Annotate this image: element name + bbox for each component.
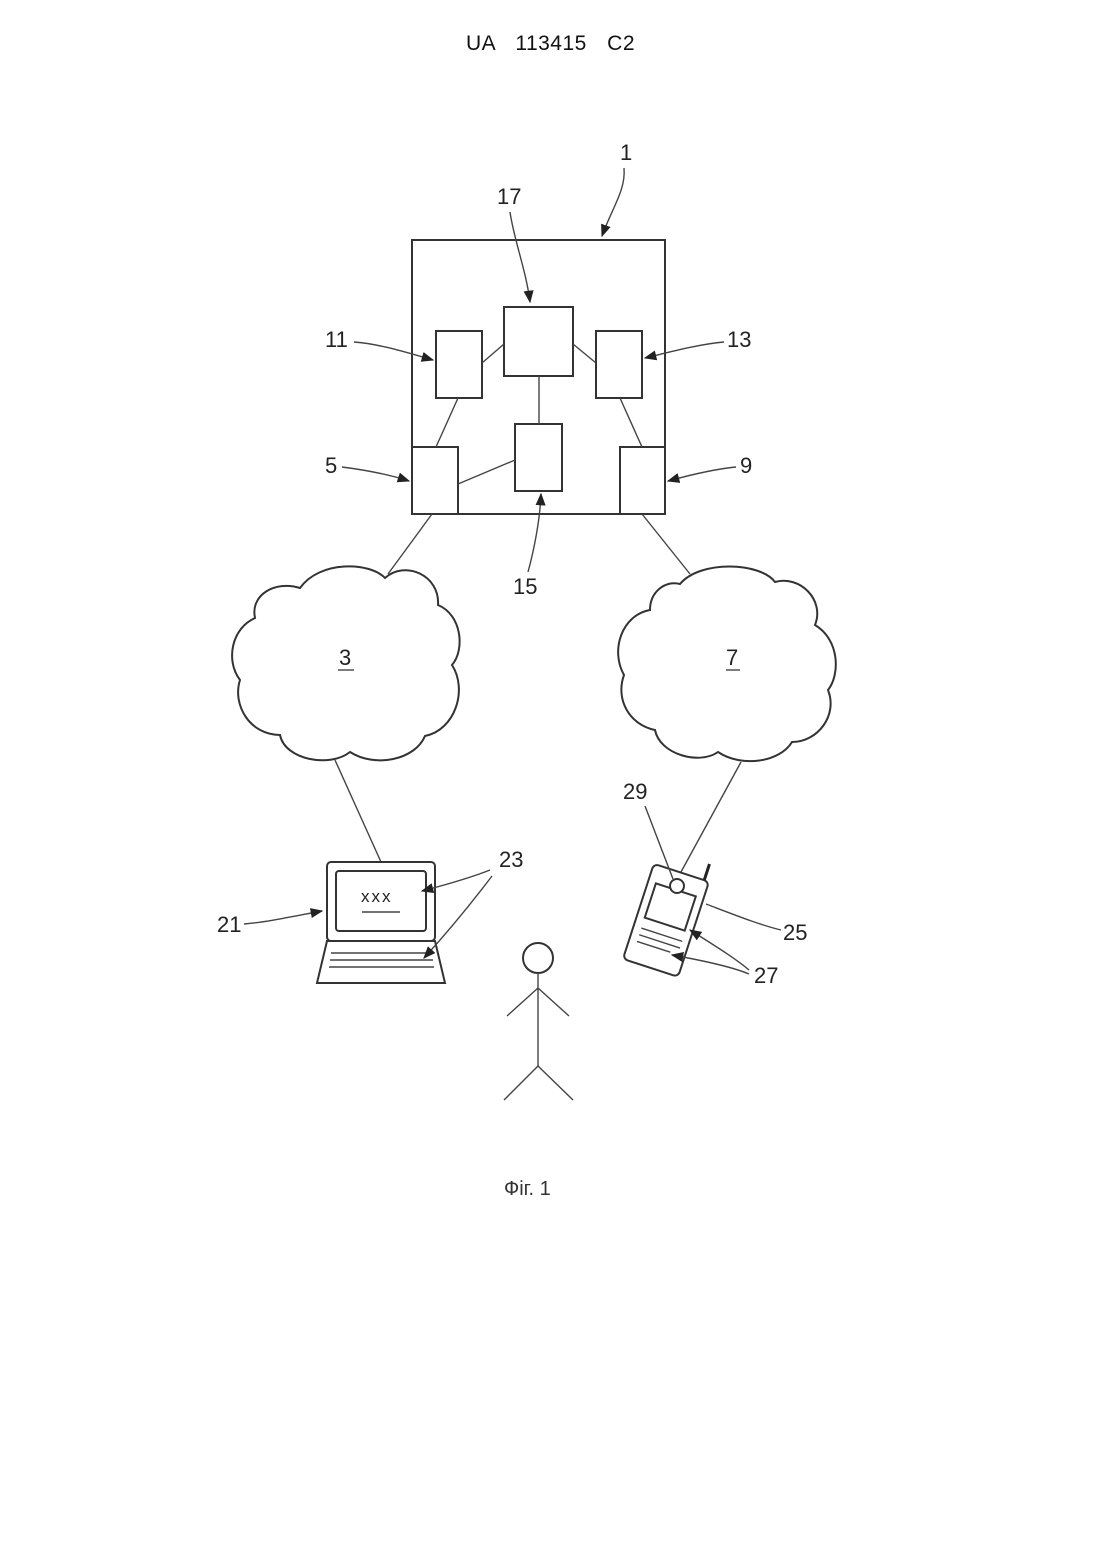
arrow-27-screen	[690, 930, 749, 970]
label-21: 21	[217, 912, 241, 937]
screen-text: xxx	[361, 887, 393, 906]
arrow-1	[602, 168, 624, 236]
arrow-21	[244, 911, 322, 924]
module-11-box	[436, 331, 482, 398]
label-25: 25	[783, 920, 807, 945]
module-13-box	[596, 331, 642, 398]
label-9: 9	[740, 453, 752, 478]
label-23: 23	[499, 847, 523, 872]
module-9-box	[620, 447, 665, 514]
module-15-box	[515, 424, 562, 491]
module-5-box	[412, 447, 458, 514]
link-5-network3	[388, 514, 432, 574]
label-17: 17	[497, 184, 521, 209]
network-label-7: 7	[726, 645, 738, 670]
label-11: 11	[325, 327, 348, 352]
leader-25	[706, 904, 781, 930]
label-15: 15	[513, 574, 537, 599]
figure-caption: Фіг. 1	[504, 1178, 551, 1200]
label-27: 27	[754, 963, 778, 988]
link-9-network7	[642, 514, 690, 574]
arrow-5	[342, 467, 409, 481]
camera-icon	[670, 879, 684, 893]
computer-21	[317, 862, 445, 983]
label-5: 5	[325, 453, 337, 478]
label-29: 29	[623, 779, 647, 804]
label-1: 1	[620, 140, 632, 165]
link-network7-mobile	[681, 762, 741, 872]
user-figure	[504, 943, 573, 1100]
label-13: 13	[727, 327, 751, 352]
module-17-box	[504, 307, 573, 376]
network-label-3: 3	[339, 645, 351, 670]
arrow-9	[668, 467, 736, 481]
link-network3-computer	[335, 760, 381, 862]
